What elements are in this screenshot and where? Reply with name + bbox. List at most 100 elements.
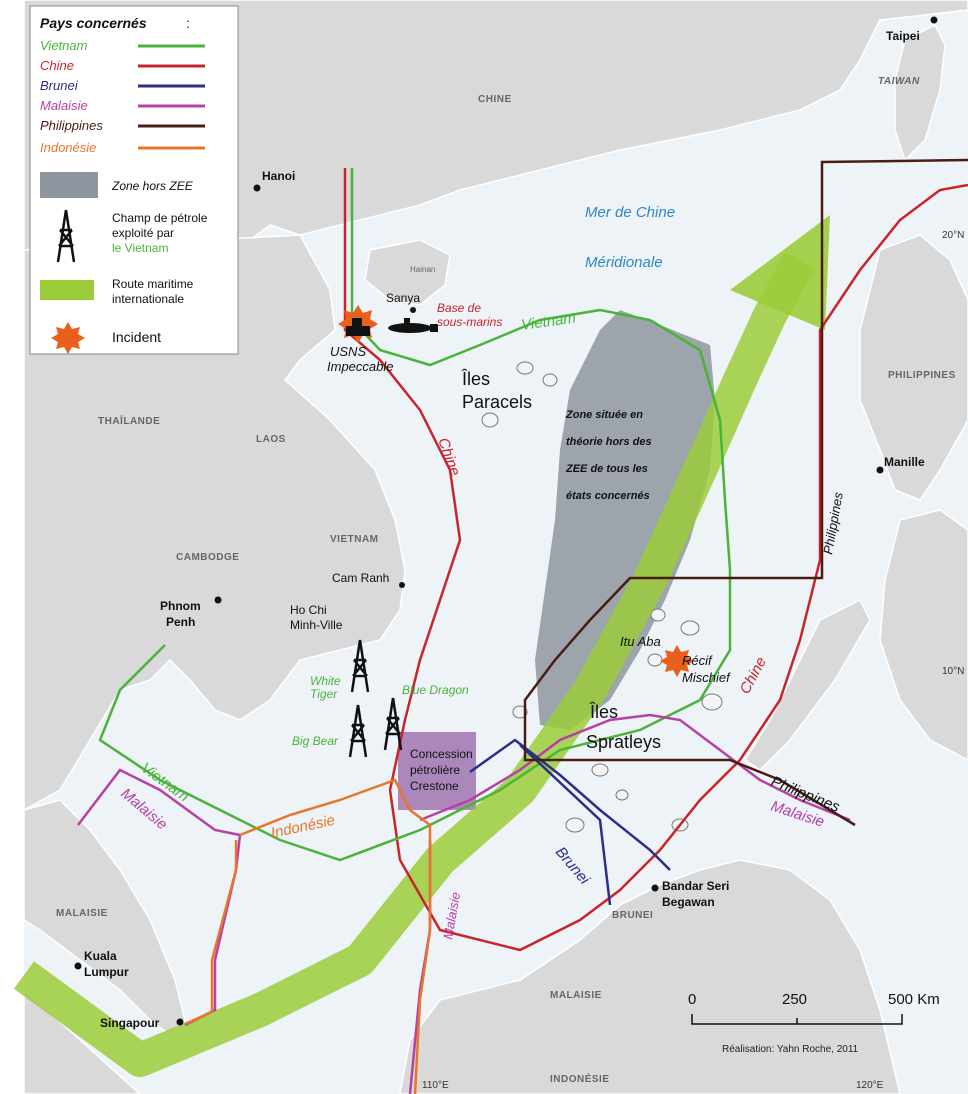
svg-text:Indonésie: Indonésie — [40, 140, 96, 155]
land-taiwan — [894, 23, 946, 162]
land-hainan — [364, 239, 451, 306]
country-label: LAOS — [256, 434, 286, 445]
submarine-icon — [388, 318, 438, 333]
city-label: Begawan — [662, 895, 715, 909]
oil-derricks — [348, 639, 403, 758]
reef-label: Récif — [682, 653, 713, 668]
legend-item-oil: Champ de pétrole exploité par le Vietnam — [56, 209, 208, 263]
country-label: INDONÉSIE — [550, 1072, 610, 1085]
latitude-label: 20°N — [942, 230, 964, 241]
city-label: Ho Chi — [290, 603, 327, 617]
land-palawan — [743, 598, 871, 771]
country-label: TAIWAN — [878, 76, 920, 87]
city-label: Taipei — [886, 29, 920, 43]
legend-item-incident: Incident — [51, 322, 161, 354]
country-label: THAÏLANDE — [98, 414, 160, 427]
line-china — [343, 168, 968, 952]
city-label: Minh-Ville — [290, 618, 343, 632]
line-vietnam — [98, 168, 732, 862]
svg-text:états concernés: états concernés — [566, 490, 650, 502]
legend-item-philippines: Philippines — [40, 118, 205, 133]
longitude-label: 120°E — [856, 1080, 884, 1091]
country-label: MALAISIE — [550, 990, 602, 1001]
svg-text:Brunei: Brunei — [40, 78, 79, 93]
city-label: Singapour — [100, 1016, 160, 1030]
svg-text:Route maritime: Route maritime — [112, 277, 194, 291]
claim-lines — [77, 158, 968, 1094]
usns-label: Impeccable — [327, 359, 393, 374]
crestone-concession — [398, 732, 476, 810]
incident-icon — [660, 645, 694, 677]
oil-derrick-icon — [350, 639, 370, 693]
scale-bar: 0 250 500 Km — [688, 991, 940, 1025]
legend-item-zone: Zone hors ZEE — [40, 172, 194, 198]
legend-item-indonesie: Indonésie — [40, 140, 205, 155]
city-label: Bandar Seri — [662, 879, 729, 893]
oilfield-label: White — [310, 674, 341, 688]
concession-label: pétrolière — [410, 763, 460, 777]
island-label: Itu Aba — [620, 634, 661, 649]
oilfield-label: Blue Dragon — [402, 683, 469, 697]
spratleys-label: Spratleys — [586, 732, 661, 752]
svg-text:250: 250 — [782, 991, 807, 1008]
oilfield-label: Big Bear — [292, 734, 339, 748]
city-label: Kuala — [84, 949, 117, 963]
legend-item-brunei: Brunei — [40, 78, 205, 93]
land-visayas — [879, 509, 968, 761]
left-frame — [0, 0, 24, 1094]
legend-title: Pays concernés — [40, 15, 147, 31]
country-label: VIETNAM — [330, 534, 379, 545]
city-label: Penh — [166, 615, 195, 629]
zone-label: Zone située en théorie hors des ZEE de t… — [565, 409, 652, 502]
country-label: CAMBODGE — [176, 552, 239, 563]
svg-text:exploité par: exploité par — [112, 226, 174, 240]
zone-hors-zee — [535, 310, 715, 730]
ship-icon — [346, 318, 370, 336]
legend: Pays concernés : Vietnam Chine Brunei Ma… — [29, 5, 239, 355]
spratleys-label: Îles — [589, 702, 618, 722]
svg-text:0: 0 — [688, 991, 696, 1008]
line-indonesie — [184, 778, 432, 1094]
maritime-route — [13, 215, 830, 1077]
place-labels: CHINE TAIWAN Taipei Hanoi Hainan Sanya B… — [56, 29, 964, 1091]
base-label: Base de — [437, 301, 481, 315]
svg-text:Zone hors ZEE: Zone hors ZEE — [111, 179, 194, 193]
oil-derrick-icon — [348, 704, 368, 758]
svg-text:le Vietnam: le Vietnam — [112, 241, 168, 255]
svg-text:Vietnam: Vietnam — [40, 38, 88, 53]
country-label: PHILIPPINES — [888, 370, 956, 381]
oil-derrick-icon — [383, 697, 403, 751]
legend-item-malaisie: Malaisie — [40, 98, 205, 113]
legend-item-chine: Chine — [40, 58, 205, 73]
city-label: Sanya — [386, 291, 420, 305]
paracels-label: Paracels — [462, 392, 532, 412]
city-label: Phnom — [160, 599, 201, 613]
svg-text:Philippines: Philippines — [40, 118, 103, 133]
incident-icon — [51, 322, 85, 354]
svg-text:Chine: Chine — [40, 58, 74, 73]
country-label: BRUNEI — [612, 910, 653, 921]
city-label: Lumpur — [84, 965, 129, 979]
legend-colon: : — [186, 15, 190, 31]
city-label: Manille — [884, 455, 925, 469]
base-label: sous-marins — [437, 315, 502, 329]
svg-text:Incident: Incident — [112, 329, 161, 345]
island-reefs — [481, 361, 723, 833]
city-label: Cam Ranh — [332, 571, 389, 585]
oilfield-label: Tiger — [310, 687, 338, 701]
line-brunei — [469, 738, 671, 906]
country-label: CHINE — [478, 94, 512, 105]
credit-label: Réalisation: Yahn Roche, 2011 — [722, 1044, 859, 1055]
svg-text:internationale: internationale — [112, 292, 184, 306]
oil-derrick-icon — [56, 209, 76, 263]
city-label: Hanoi — [262, 169, 295, 183]
svg-text:Champ de pétrole: Champ de pétrole — [112, 211, 208, 225]
svg-text:théorie hors des: théorie hors des — [566, 436, 652, 448]
svg-text:Zone située en: Zone située en — [565, 409, 643, 421]
island-label: Hainan — [410, 265, 435, 274]
latitude-label: 10°N — [942, 666, 964, 677]
sea-label: Mer de Chine — [585, 204, 675, 221]
city-dots — [74, 16, 938, 1026]
country-label: MALAISIE — [56, 908, 108, 919]
